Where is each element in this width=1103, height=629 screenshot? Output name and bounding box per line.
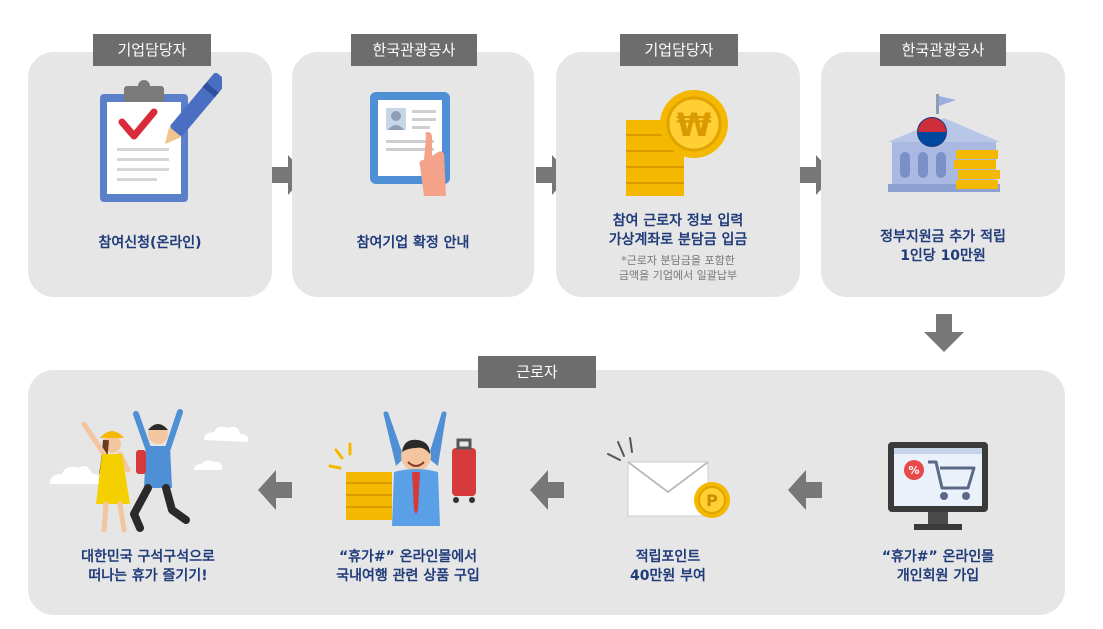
step-title-subsidy: 정부지원금 추가 적립 1인당 10만원 xyxy=(880,229,1006,264)
step-title-enjoy: 대한민국 구석구석으로 떠나는 휴가 즐기기! xyxy=(81,549,215,584)
step-title-deposit: 참여 근로자 정보 입력 가상계좌로 분담금 입금 xyxy=(608,213,748,248)
shopping-cart-monitor-icon: % xyxy=(888,442,988,530)
step-title-points: 적립포인트 40만원 부여 xyxy=(630,549,706,584)
step-tag-company-manager: 기업담당자 xyxy=(93,34,211,66)
step-title-apply: 참여신청(온라인) xyxy=(98,235,202,251)
tablet-profile-icon xyxy=(370,92,450,196)
step-title-register: “휴가#” 온라인몰 개인회원 가입 xyxy=(881,549,995,584)
step-title-purchase: “휴가#” 온라인몰에서 국내여행 관련 상품 구입 xyxy=(336,549,480,584)
won-coin-stack-icon: ₩ xyxy=(626,90,728,196)
arrow-right-icon xyxy=(800,155,834,195)
svg-text:₩: ₩ xyxy=(676,106,711,144)
step-note-deposit: *근로자 분담금을 포함한 금액을 기업에서 일괄납부 xyxy=(618,254,738,282)
svg-text:%: % xyxy=(908,464,919,477)
step-tag-tourism-org: 한국관광공사 xyxy=(351,34,477,66)
government-building-icon xyxy=(888,94,1000,192)
jumping-couple-icon xyxy=(50,409,249,533)
arrow-down-icon xyxy=(924,314,964,352)
envelope-point-coin-icon: P xyxy=(607,437,730,518)
arrow-right-icon xyxy=(536,155,570,195)
arrow-left-icon xyxy=(258,470,292,510)
step-tag-worker: 근로자 xyxy=(478,356,596,388)
clipboard-checklist-icon xyxy=(100,72,222,202)
happy-traveler-icon xyxy=(328,411,476,526)
svg-text:P: P xyxy=(706,491,718,510)
arrow-right-icon xyxy=(272,155,306,195)
step-title-confirm: 참여기업 확정 안내 xyxy=(356,235,470,251)
step-tag-company-manager: 기업담당자 xyxy=(620,34,738,66)
step-tag-tourism-org: 한국관광공사 xyxy=(880,34,1006,66)
arrow-left-icon xyxy=(788,470,822,510)
arrow-left-icon xyxy=(530,470,564,510)
